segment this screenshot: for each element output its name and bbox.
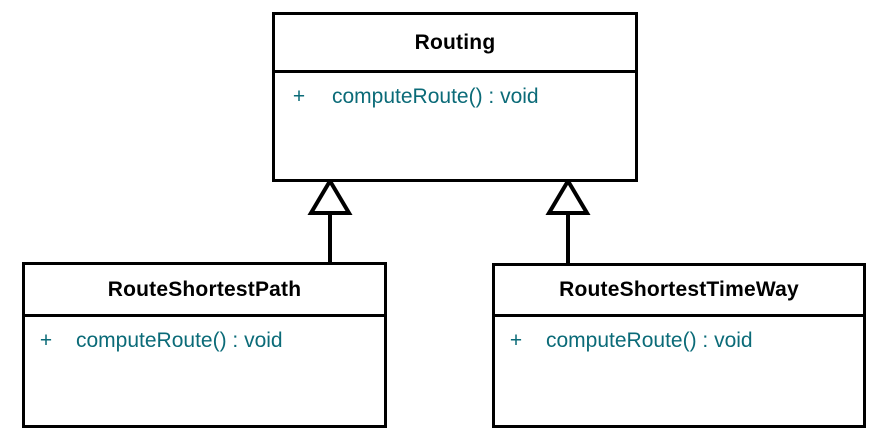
- class-title-routing: Routing: [275, 15, 635, 73]
- class-box-route-shortest-time-way[interactable]: RouteShortestTimeWay + computeRoute() : …: [492, 263, 866, 428]
- class-members-routing: + computeRoute() : void: [275, 73, 635, 179]
- member-visibility: +: [39, 329, 53, 352]
- generalization-routeshortestpath-to-routing: [307, 177, 353, 262]
- class-members-route-shortest-time-way: + computeRoute() : void: [495, 317, 863, 425]
- generalization-routeshortesttimeway-to-routing: [545, 177, 591, 263]
- class-member-row: + computeRoute() : void: [288, 82, 635, 112]
- member-visibility: +: [292, 85, 306, 108]
- generalization-arrowhead-left: [307, 177, 353, 215]
- member-signature: computeRoute() : void: [332, 85, 539, 108]
- class-title-route-shortest-time-way: RouteShortestTimeWay: [495, 266, 863, 317]
- class-box-routing[interactable]: Routing + computeRoute() : void: [272, 12, 638, 182]
- member-visibility: +: [509, 329, 523, 352]
- generalization-arrowhead-right: [545, 177, 591, 215]
- class-member-row: + computeRoute() : void: [506, 326, 863, 356]
- class-members-route-shortest-path: + computeRoute() : void: [25, 317, 384, 425]
- class-member-row: + computeRoute() : void: [36, 326, 384, 356]
- class-title-route-shortest-path: RouteShortestPath: [25, 265, 384, 317]
- class-box-route-shortest-path[interactable]: RouteShortestPath + computeRoute() : voi…: [22, 262, 387, 428]
- member-signature: computeRoute() : void: [76, 329, 283, 352]
- member-signature: computeRoute() : void: [546, 329, 753, 352]
